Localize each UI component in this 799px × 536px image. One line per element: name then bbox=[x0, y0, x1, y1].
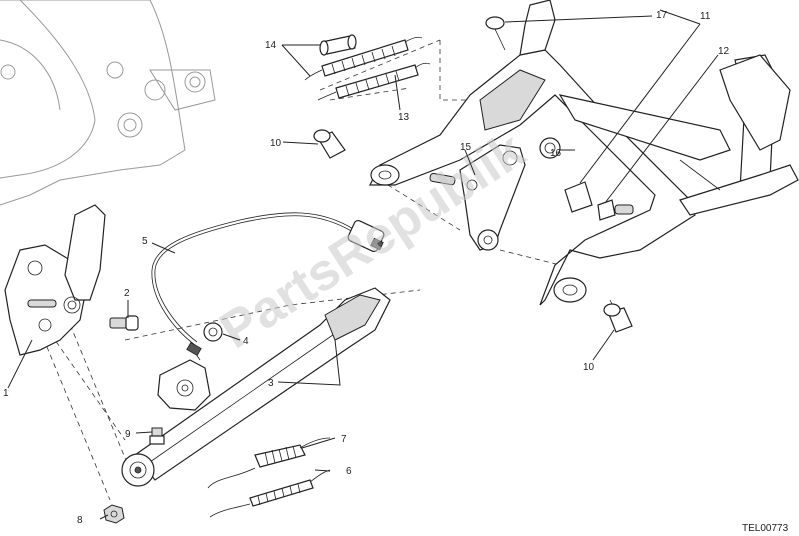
sensor-part-16 bbox=[539, 137, 561, 159]
bolt-part-17 bbox=[485, 16, 506, 51]
bracket-part-15 bbox=[429, 144, 526, 251]
callout-1: 1 bbox=[3, 388, 9, 399]
callout-12: 12 bbox=[718, 46, 730, 57]
callout-4: 4 bbox=[243, 336, 249, 347]
callout-7: 7 bbox=[341, 434, 347, 445]
spring-sleeve bbox=[319, 34, 357, 56]
long-spring bbox=[209, 469, 331, 518]
bolt-part-2 bbox=[109, 315, 139, 331]
sensor-cable bbox=[151, 212, 385, 346]
callout-2: 2 bbox=[124, 288, 130, 299]
upper-spring bbox=[304, 36, 423, 81]
rubber-stop-part-12 bbox=[597, 199, 634, 221]
lower-spring bbox=[317, 62, 431, 101]
center-stand-frame bbox=[369, 0, 799, 306]
side-stand-leg bbox=[121, 287, 391, 487]
engine-case-outline bbox=[0, 0, 216, 206]
callout-8: 8 bbox=[77, 515, 83, 526]
callout-9: 9 bbox=[125, 429, 131, 440]
leader-lines bbox=[7, 9, 719, 520]
grease-nipple bbox=[149, 427, 165, 445]
callout-5: 5 bbox=[142, 236, 148, 247]
callout-3: 3 bbox=[268, 378, 274, 389]
side-stand-bracket bbox=[4, 204, 106, 356]
bushing-part-10-upper bbox=[313, 129, 346, 159]
callout-10-lower: 10 bbox=[583, 362, 595, 373]
washer-part-4 bbox=[203, 322, 223, 342]
callout-17: 17 bbox=[656, 10, 668, 21]
diagram-code: TEL00773 bbox=[742, 523, 789, 534]
callout-10-upper: 10 bbox=[270, 138, 282, 149]
bushing-part-10-lower bbox=[603, 303, 633, 333]
callout-15: 15 bbox=[460, 142, 472, 153]
side-stand-switch bbox=[157, 341, 211, 411]
callout-11: 11 bbox=[700, 11, 711, 22]
callout-13: 13 bbox=[398, 112, 410, 123]
callout-16: 16 bbox=[550, 148, 562, 159]
nut bbox=[103, 504, 125, 524]
callout-labels: 1 2 3 4 5 6 7 8 9 10 10 11 12 13 14 15 1… bbox=[3, 10, 730, 526]
callout-14: 14 bbox=[265, 40, 277, 51]
short-spring bbox=[207, 437, 331, 489]
rubber-stop-part-11 bbox=[564, 181, 593, 213]
callout-6: 6 bbox=[346, 466, 352, 477]
